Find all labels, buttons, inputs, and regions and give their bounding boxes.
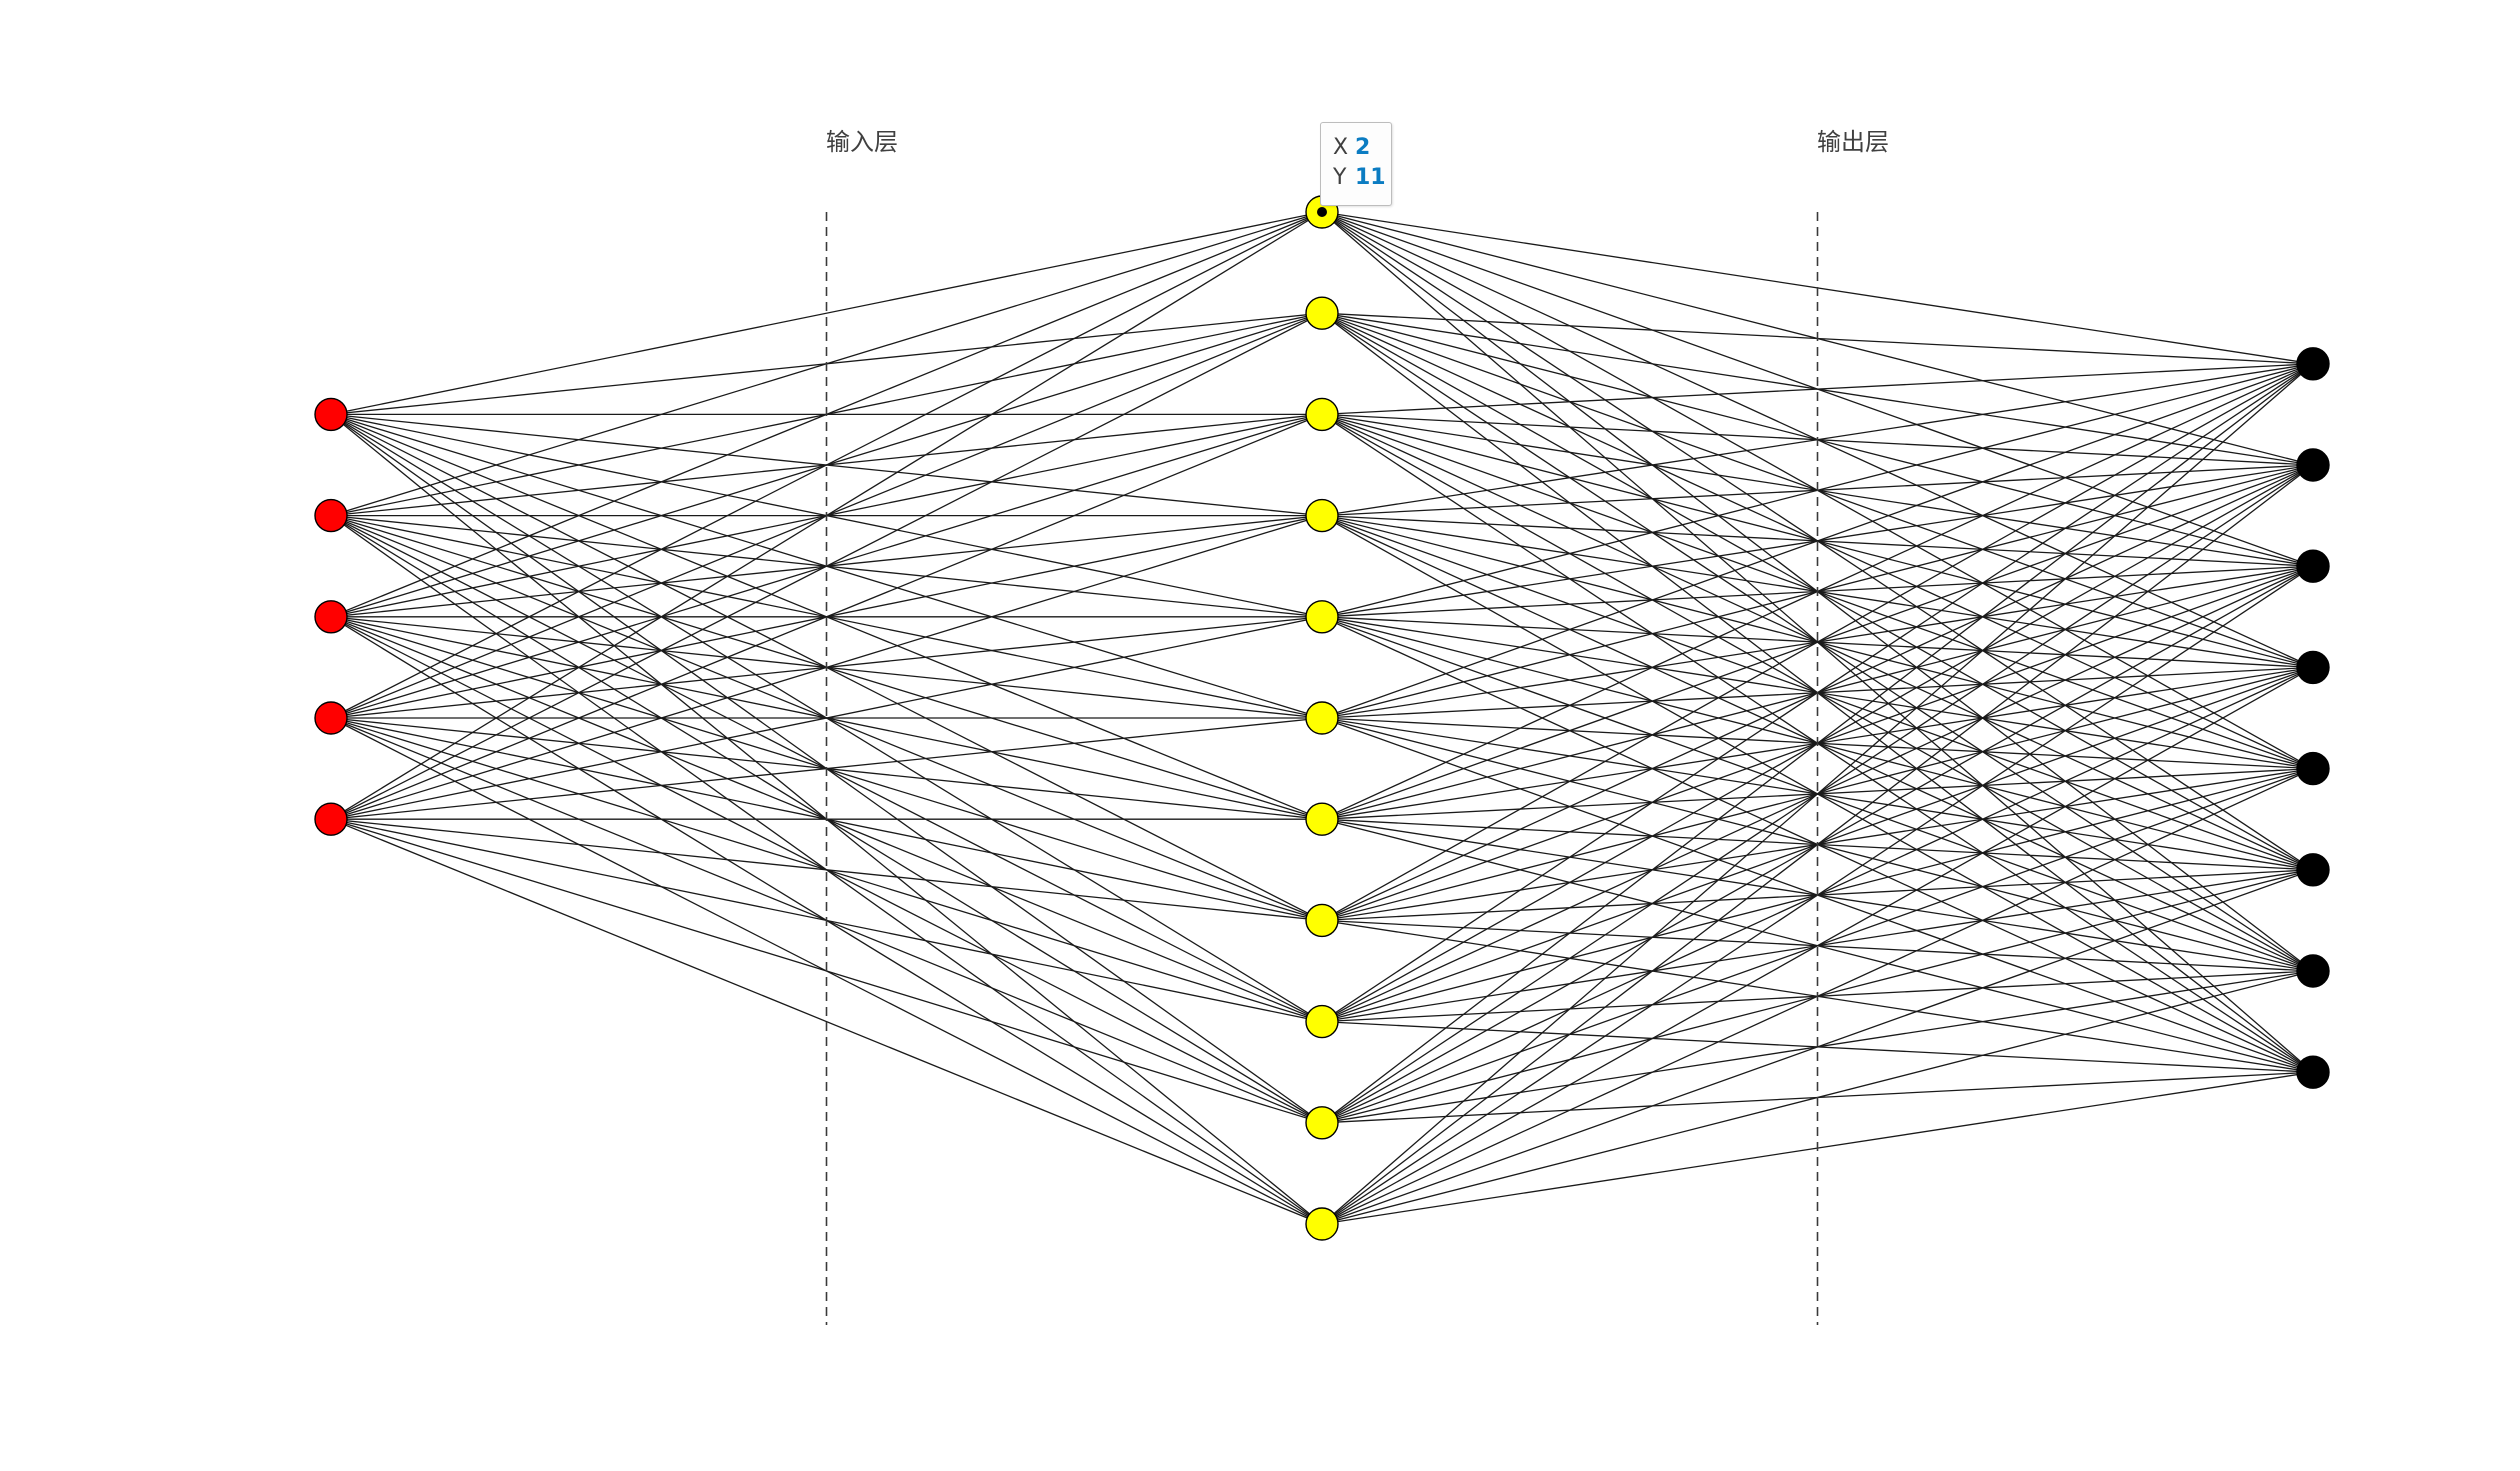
output-node-3: [2296, 549, 2330, 583]
hidden-node-5: [1305, 600, 1339, 634]
input-layer-label: 输入层: [826, 128, 898, 156]
hidden-node-3: [1305, 397, 1339, 432]
edge-input-1-hidden-1: [330, 211, 1323, 416]
input-node-5: [314, 802, 348, 836]
edge-input-5-hidden-5: [330, 616, 1323, 820]
output-node-1: [2296, 347, 2330, 381]
output-node-6: [2296, 853, 2330, 887]
output-layer-label: 输出层: [1817, 128, 1889, 156]
hidden-node-6: [1305, 701, 1339, 735]
input-node-2: [314, 498, 348, 533]
edge-input-5-hidden-3: [330, 413, 1323, 820]
hidden-node-11: [1305, 1207, 1339, 1241]
edge-input-5-hidden-2: [330, 312, 1323, 820]
edge-hidden-3-output-1: [1321, 363, 2314, 416]
edge-hidden-6-output-1: [1321, 363, 2314, 719]
edge-hidden-11-output-4: [1321, 666, 2314, 1225]
output-node-2: [2296, 448, 2330, 482]
input-node-4: [314, 701, 348, 735]
input-node-1: [314, 397, 348, 432]
datatip[interactable]: X 2 Y 11: [1320, 122, 1392, 206]
datatip-x-value: 2: [1355, 135, 1371, 160]
datatip-y-value: 11: [1355, 165, 1386, 190]
output-node-4: [2296, 650, 2330, 685]
layer-dividers: [825, 212, 1819, 1325]
output-node-8: [2296, 1055, 2330, 1089]
hidden-node-10: [1305, 1106, 1339, 1140]
datatip-marker: [1317, 207, 1327, 217]
edge-hidden-8-output-1: [1321, 363, 2314, 921]
nodes: [314, 195, 2330, 1241]
hidden-node-4: [1305, 498, 1339, 533]
datatip-y-label: Y: [1333, 165, 1347, 190]
hidden-node-7: [1305, 802, 1339, 836]
hidden-node-2: [1305, 296, 1339, 330]
edge-input-4-hidden-1: [330, 211, 1323, 719]
hidden-node-8: [1305, 903, 1339, 938]
hidden-node-9: [1305, 1004, 1339, 1039]
output-node-5: [2296, 751, 2330, 786]
edge-hidden-11-output-1: [1321, 363, 2314, 1225]
input-node-3: [314, 600, 348, 634]
edge-input-5-hidden-11: [330, 818, 1323, 1225]
edge-hidden-11-output-6: [1321, 869, 2314, 1225]
output-node-7: [2296, 954, 2330, 988]
edge-input-5-hidden-8: [330, 818, 1323, 922]
datatip-x-label: X: [1333, 135, 1349, 160]
